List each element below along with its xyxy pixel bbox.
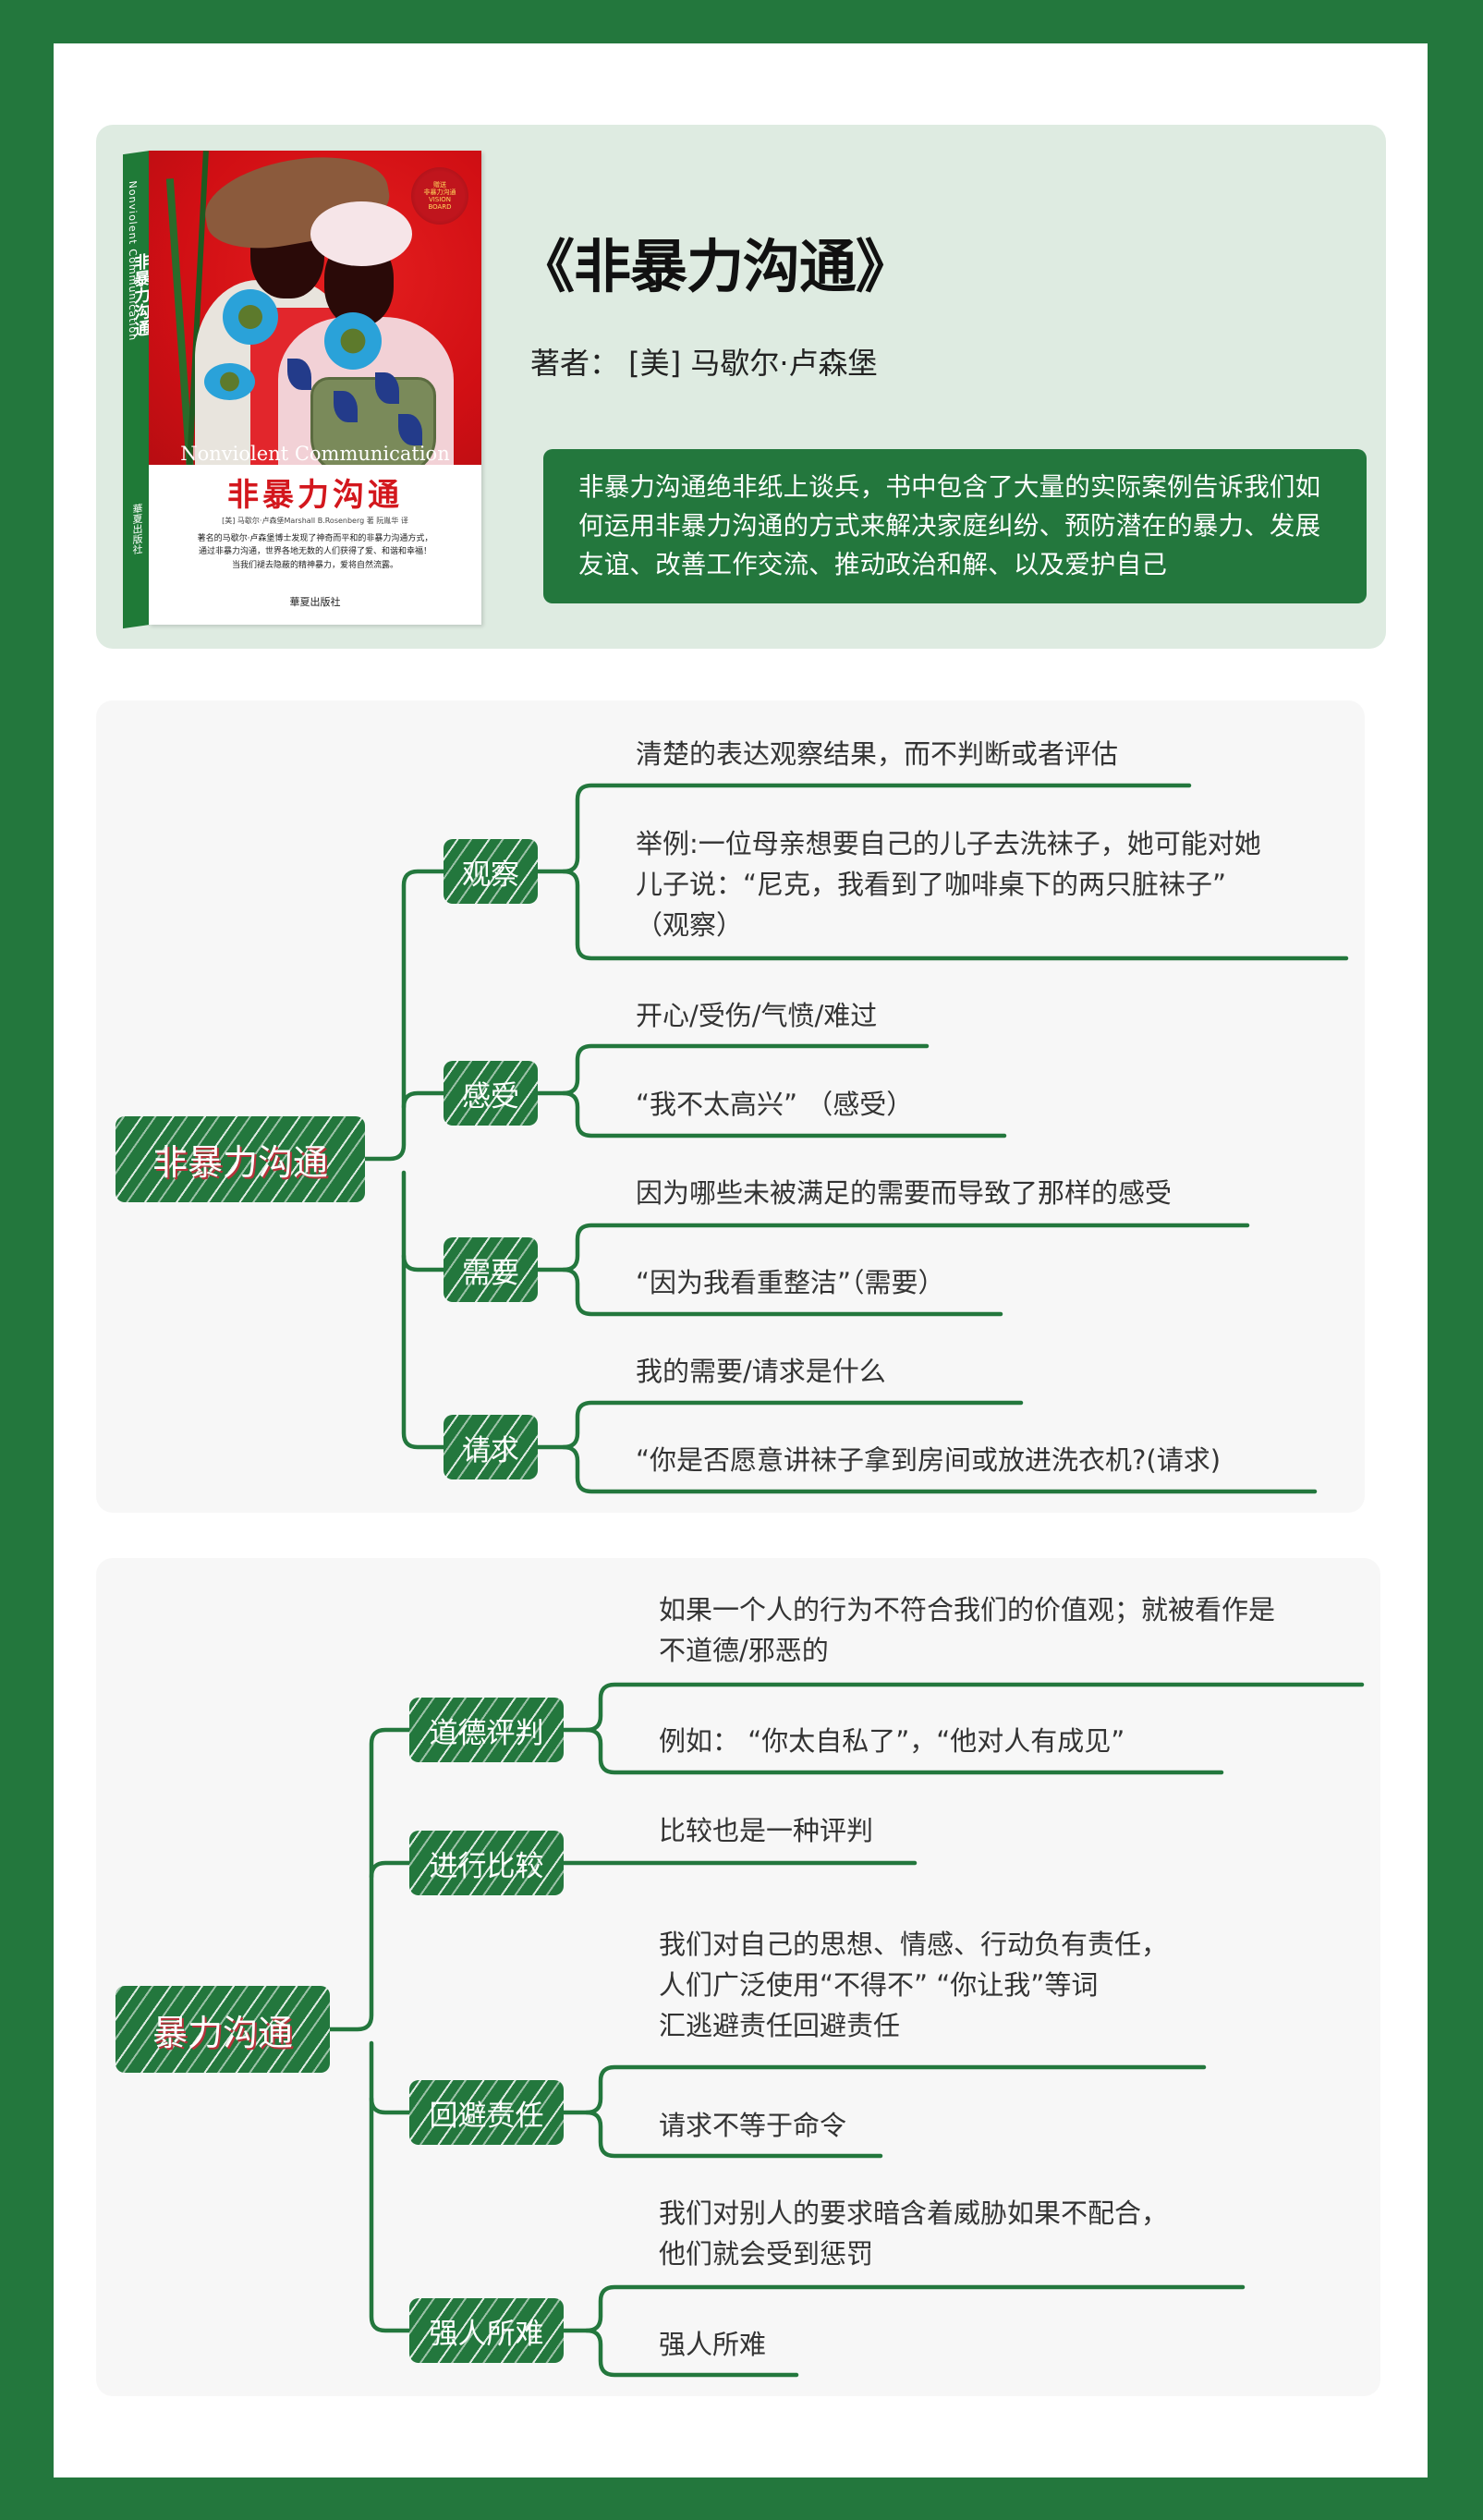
root-node-violent[interactable]: 暴力沟通 [115, 1986, 330, 2073]
cover-blurb: 著名的马歇尔·卢森堡博士发现了神奇而平和的非暴力沟通方式， 通过非暴力沟通，世界… [197, 534, 433, 570]
leaf-request-example: “你是否愿意讲袜子拿到房间或放进洗衣机?(请求) [636, 1444, 1222, 1476]
flower-icon [204, 363, 255, 400]
leaf-observe-definition: 清楚的表达观察结果，而不判断或者评估 [636, 738, 1119, 770]
branch-node-observe[interactable]: 观察 [444, 839, 538, 904]
leaf-feel-example: “我不太高兴” （感受） [636, 1089, 914, 1120]
cover-chinese-title: 非暴力沟通 [227, 477, 403, 514]
book-author: 著者： [美] 马歇尔·卢森堡 [530, 346, 878, 381]
book-front-cover: 赠送 非暴力沟通 VISION BOARD Nonviolent Communi… [149, 151, 481, 625]
leaf-feel-definition: 开心/受伤/气愤/难过 [636, 1000, 878, 1031]
book-cover-image: Nonviolent Communication 非暴力沟通 華夏出版社 赠送 [123, 151, 481, 629]
book-summary: 非暴力沟通绝非纸上谈兵，书中包含了大量的实际案例告诉我们如何运用非暴力沟通的方式… [543, 449, 1367, 603]
vision-board-seal-icon: 赠送 非暴力沟通 VISION BOARD [411, 167, 468, 225]
leaf-comparison-definition: 比较也是一种评判 [659, 1815, 874, 1846]
leaf-demand-definition: 我们对别人的要求暗含着威胁如果不配合， 他们就会受到惩罚 [659, 2197, 1169, 2270]
branch-node-deny-responsibility[interactable]: 回避责任 [409, 2080, 564, 2145]
branch-node-moral-judgment[interactable]: 道德评判 [409, 1698, 564, 1762]
violent-mindmap-panel [96, 1558, 1380, 2396]
leaf-observe-example: 举例:一位母亲想要自己的儿子去洗袜子，她可能对她 儿子说：“尼克，我看到了咖啡桌… [636, 828, 1261, 941]
nonviolent-mindmap-panel [96, 700, 1365, 1513]
leaf-demand-example: 强人所难 [659, 2329, 767, 2360]
flower-icon [324, 312, 382, 370]
cover-author-line: [美] 马歇尔·卢森堡Marshall B.Rosenberg 著 阮胤华 译 [222, 517, 408, 525]
branch-node-request[interactable]: 请求 [444, 1415, 538, 1479]
branch-node-feel[interactable]: 感受 [444, 1061, 538, 1126]
flower-icon [223, 289, 278, 345]
basket-icon [310, 377, 436, 465]
leaf-request-definition: 我的需要/请求是什么 [636, 1356, 886, 1387]
cover-publisher: 華夏出版社 [289, 596, 341, 608]
branch-node-demand[interactable]: 强人所难 [409, 2298, 564, 2363]
cover-english-title: Nonviolent Communication [180, 443, 450, 465]
branch-node-need[interactable]: 需要 [444, 1237, 538, 1302]
branch-node-comparison[interactable]: 进行比较 [409, 1831, 564, 1895]
leaf-deny-definition: 我们对自己的思想、情感、行动负有责任， 人们广泛使用“不得不” “你让我”等词 … [659, 1929, 1169, 2041]
leaf-need-definition: 因为哪些未被满足的需要而导致了那样的感受 [636, 1177, 1173, 1209]
leaf-moral-definition: 如果一个人的行为不符合我们的价值观；就被看作是 不道德/邪恶的 [659, 1594, 1276, 1666]
leaf-deny-example: 请求不等于命令 [659, 2110, 847, 2141]
leaf-moral-example: 例如： “你太自私了”，“他对人有成见” [659, 1725, 1125, 1757]
leaf-need-example: “因为我看重整洁”（需要） [636, 1267, 945, 1298]
root-node-nonviolent[interactable]: 非暴力沟通 [115, 1116, 365, 1202]
book-title: 《非暴力沟通》 [517, 233, 913, 300]
cover-illustration: 赠送 非暴力沟通 VISION BOARD Nonviolent Communi… [149, 151, 481, 465]
